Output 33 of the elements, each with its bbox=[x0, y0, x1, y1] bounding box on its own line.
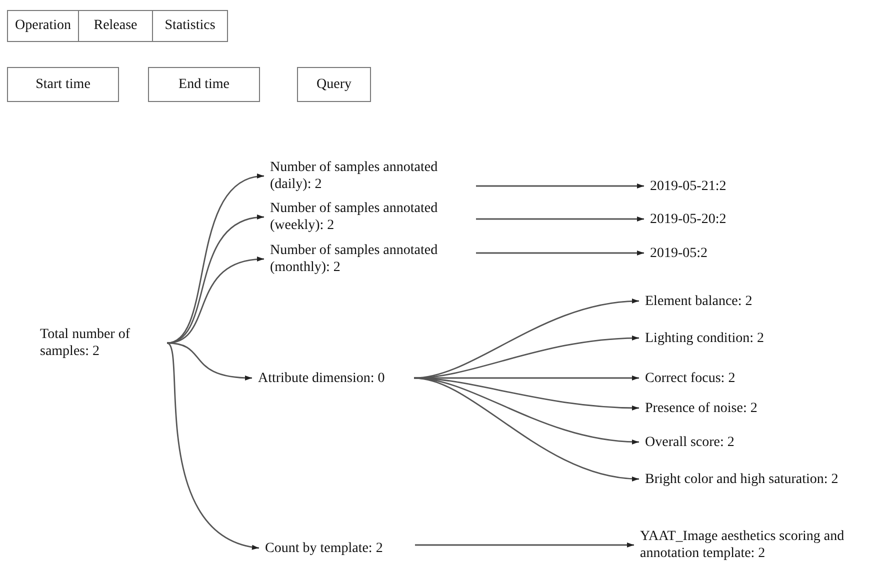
tree-label: Bright color and high saturation: 2 bbox=[645, 470, 838, 488]
arrow bbox=[414, 299, 640, 379]
arrow bbox=[476, 250, 644, 256]
tree-label: YAAT_Image aesthetics scoring and annotation template: 2 bbox=[640, 528, 846, 562]
tree-label: Element balance: 2 bbox=[645, 292, 752, 310]
tree-label: 2019-05-21:2 bbox=[650, 178, 726, 194]
tree-label: Presence of noise: 2 bbox=[645, 400, 758, 416]
tree-label: 2019-05-20:2 bbox=[650, 210, 726, 228]
tree-label: Total number of samples: 2 bbox=[40, 326, 131, 360]
tree-label: Correct focus: 2 bbox=[645, 370, 736, 386]
tab: Statistics bbox=[152, 10, 228, 42]
arrow bbox=[414, 377, 640, 481]
arrow bbox=[415, 542, 634, 548]
arrow bbox=[414, 336, 640, 379]
time-field: End time bbox=[148, 67, 260, 102]
tab: Release bbox=[78, 10, 153, 42]
query-button: Query bbox=[297, 67, 371, 102]
tree-label: Number of samples annotated (monthly): 2 bbox=[270, 242, 439, 276]
arrow bbox=[476, 184, 644, 188]
tree-label: Count by template: 2 bbox=[265, 540, 383, 556]
tab: Operation bbox=[7, 10, 79, 42]
time-field: Start time bbox=[7, 67, 119, 102]
arrow bbox=[166, 342, 252, 380]
arrow bbox=[166, 342, 260, 549]
tree-label: Overall score: 2 bbox=[645, 434, 734, 450]
arrow bbox=[166, 216, 264, 344]
arrow bbox=[476, 216, 644, 222]
tree-label: Attribute dimension: 0 bbox=[258, 370, 385, 386]
tree-label: Lighting condition: 2 bbox=[645, 330, 764, 346]
arrow bbox=[166, 257, 264, 344]
tree-label: Number of samples annotated (weekly): 2 bbox=[270, 200, 439, 234]
tree-label: 2019-05:2 bbox=[650, 244, 708, 262]
tree-label: Number of samples annotated (daily): 2 bbox=[270, 159, 439, 193]
